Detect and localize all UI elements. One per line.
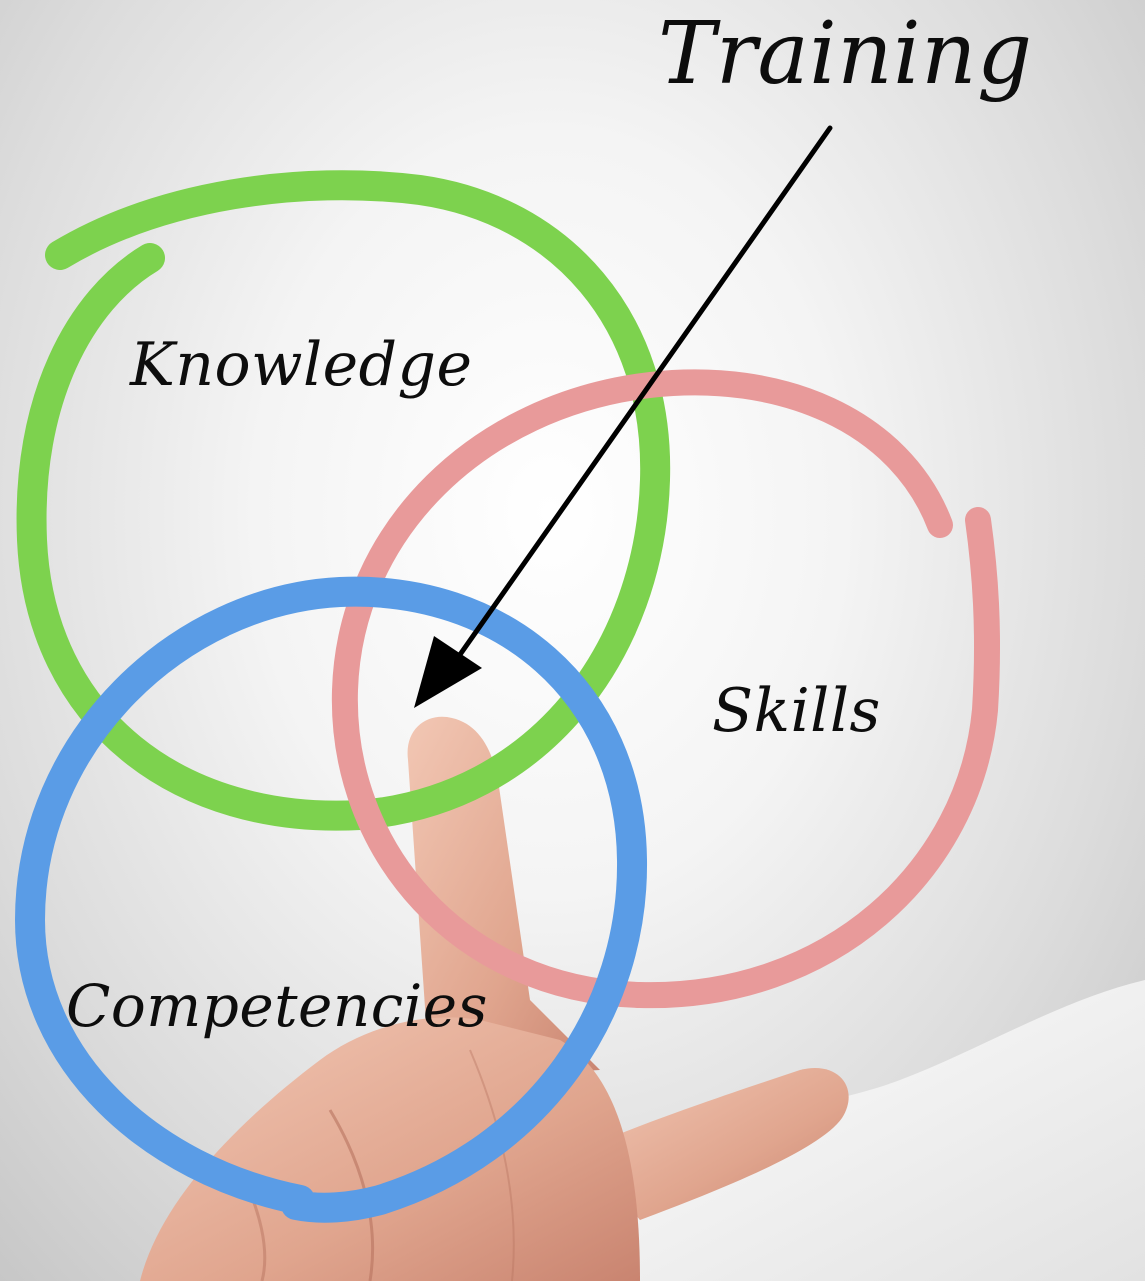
training-title: Training [658,4,1033,104]
arrow-icon [414,125,833,708]
skills-circle [331,369,1001,1009]
knowledge-label: Knowledge [130,330,473,400]
sleeve-shape [560,980,1145,1281]
knowledge-circle [16,170,671,831]
skills-label: Skills [712,676,881,746]
competencies-circle [14,576,648,1223]
competencies-label: Competencies [66,972,488,1040]
